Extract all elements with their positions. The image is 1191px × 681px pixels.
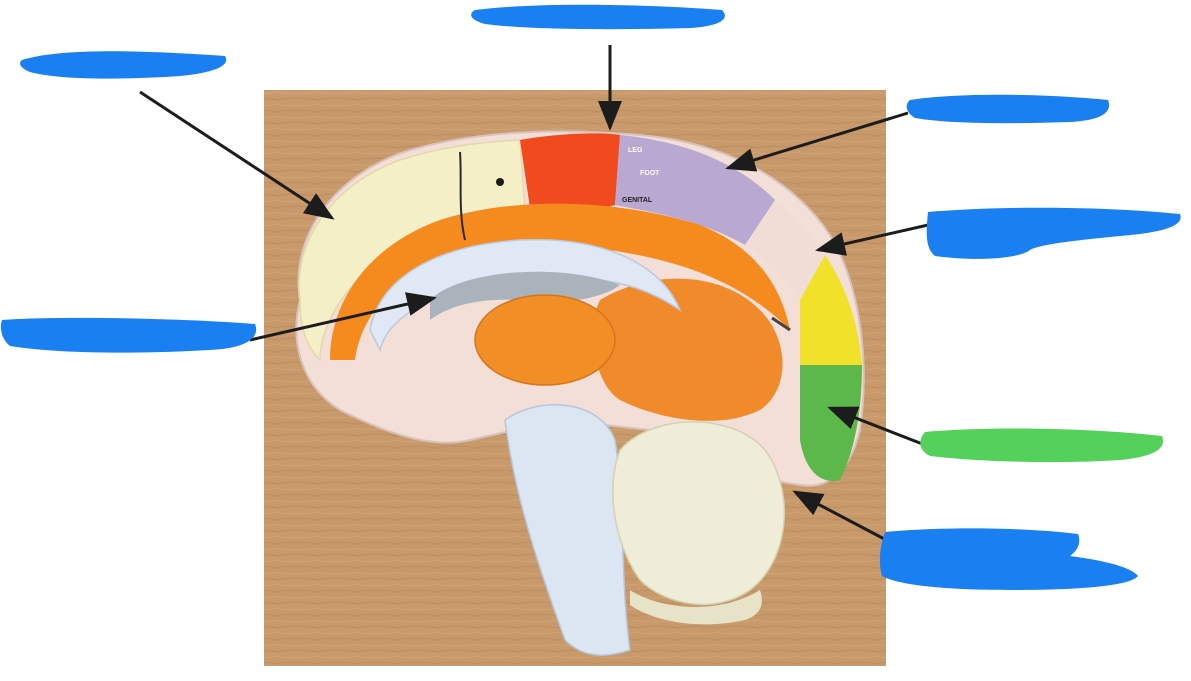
answer-box-left-middle[interactable] [0,317,257,353]
model-label-genital: GENITAL [622,197,653,204]
model-label-leg: LEG [628,147,643,154]
arrow-right-lower [827,406,926,447]
answer-box-top-right[interactable] [906,94,1110,124]
parietal-pink-region [745,200,825,300]
sensory-lilac-region [615,135,775,245]
arrow-top-right [725,111,909,172]
model-pin [496,178,504,186]
arrow-top-left [139,90,335,220]
cerebellum [612,421,786,606]
lateral-ventricle [430,271,620,320]
cerebellum-lower [630,590,762,625]
answer-boxes [0,4,1181,590]
answer-box-right-upper[interactable] [926,207,1181,259]
central-sulcus [459,151,466,241]
answer-box-right-lower[interactable] [920,428,1164,463]
answer-box-top-center[interactable] [471,4,725,30]
model-label-foot: FOOT [640,170,660,177]
thalamus [474,294,616,386]
leader-arrows [139,45,929,544]
arrow-right-upper [815,223,929,256]
answer-box-top-left[interactable] [20,51,227,79]
brainstem [504,404,631,656]
cingulate-orange-band [330,203,790,360]
arrow-bottom-right [792,490,891,544]
model-pin-side [771,316,791,332]
arrow-left-middle [249,292,437,342]
visual-yellow-region [800,255,862,365]
motor-red-region [520,133,620,211]
deep-orange-region [592,278,783,421]
answer-box-bottom-right[interactable] [879,528,1138,590]
